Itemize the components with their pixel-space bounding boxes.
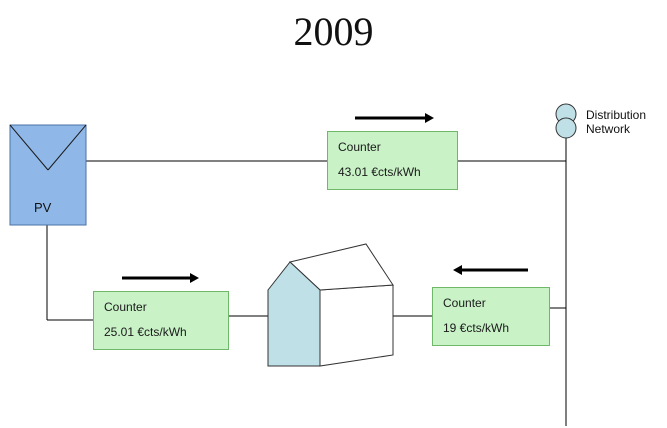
network-label-line-2: Network [586,122,631,136]
house-icon [267,243,394,367]
counter-grid-feed: Counter 43.01 €cts/kWh [327,131,458,190]
counter-consumption: Counter 19 €cts/kWh [432,287,550,346]
network-label-line-1: Distribution [586,108,647,122]
counter-label: Counter [104,300,147,314]
pv-label: PV [34,200,52,215]
counter-price: 19 €cts/kWh [443,321,510,335]
counter-price: 43.01 €cts/kWh [338,165,421,179]
counter-label: Counter [338,140,381,154]
arrow-right-icon [122,273,199,283]
arrow-left-icon [453,265,528,275]
diagram-title: 2009 [293,9,374,54]
counter-price: 25.01 €cts/kWh [104,325,187,339]
counter-self-consumption: Counter 25.01 €cts/kWh [93,291,229,350]
arrow-right-icon [355,113,434,123]
network-label: Distribution Network [586,108,646,136]
transformer-icon [555,103,577,139]
pv-panel [9,124,87,226]
counter-label: Counter [443,296,486,310]
